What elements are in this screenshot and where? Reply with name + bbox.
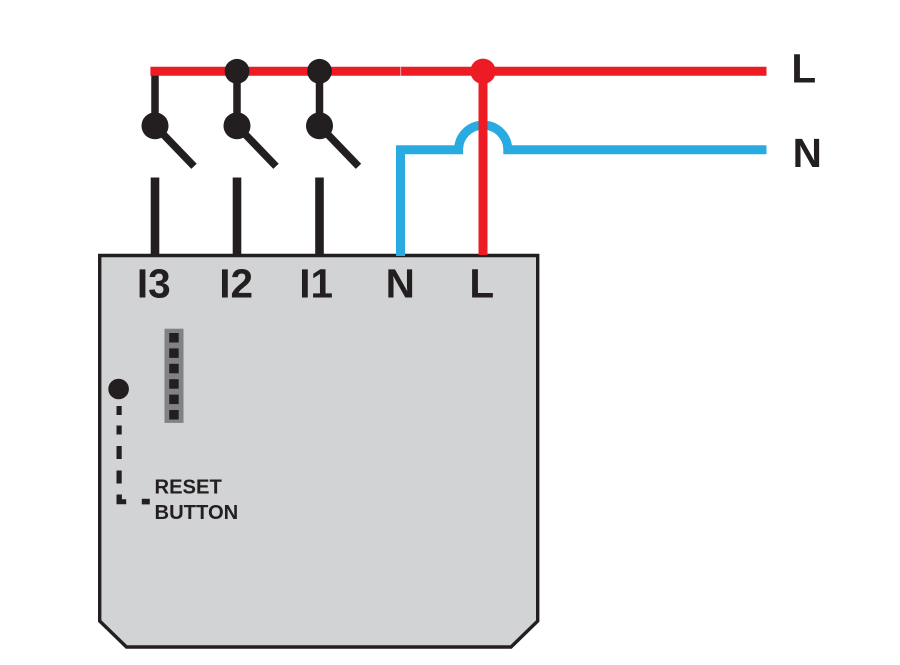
svg-text:I3: I3 (137, 261, 171, 307)
svg-text:I2: I2 (219, 261, 253, 307)
svg-text:N: N (386, 261, 415, 307)
svg-text:L: L (469, 261, 494, 307)
svg-text:L: L (791, 45, 816, 91)
svg-text:RESET: RESET (155, 477, 223, 499)
svg-text:N: N (793, 130, 822, 176)
svg-text:I1: I1 (299, 261, 333, 307)
svg-text:BUTTON: BUTTON (155, 502, 239, 524)
